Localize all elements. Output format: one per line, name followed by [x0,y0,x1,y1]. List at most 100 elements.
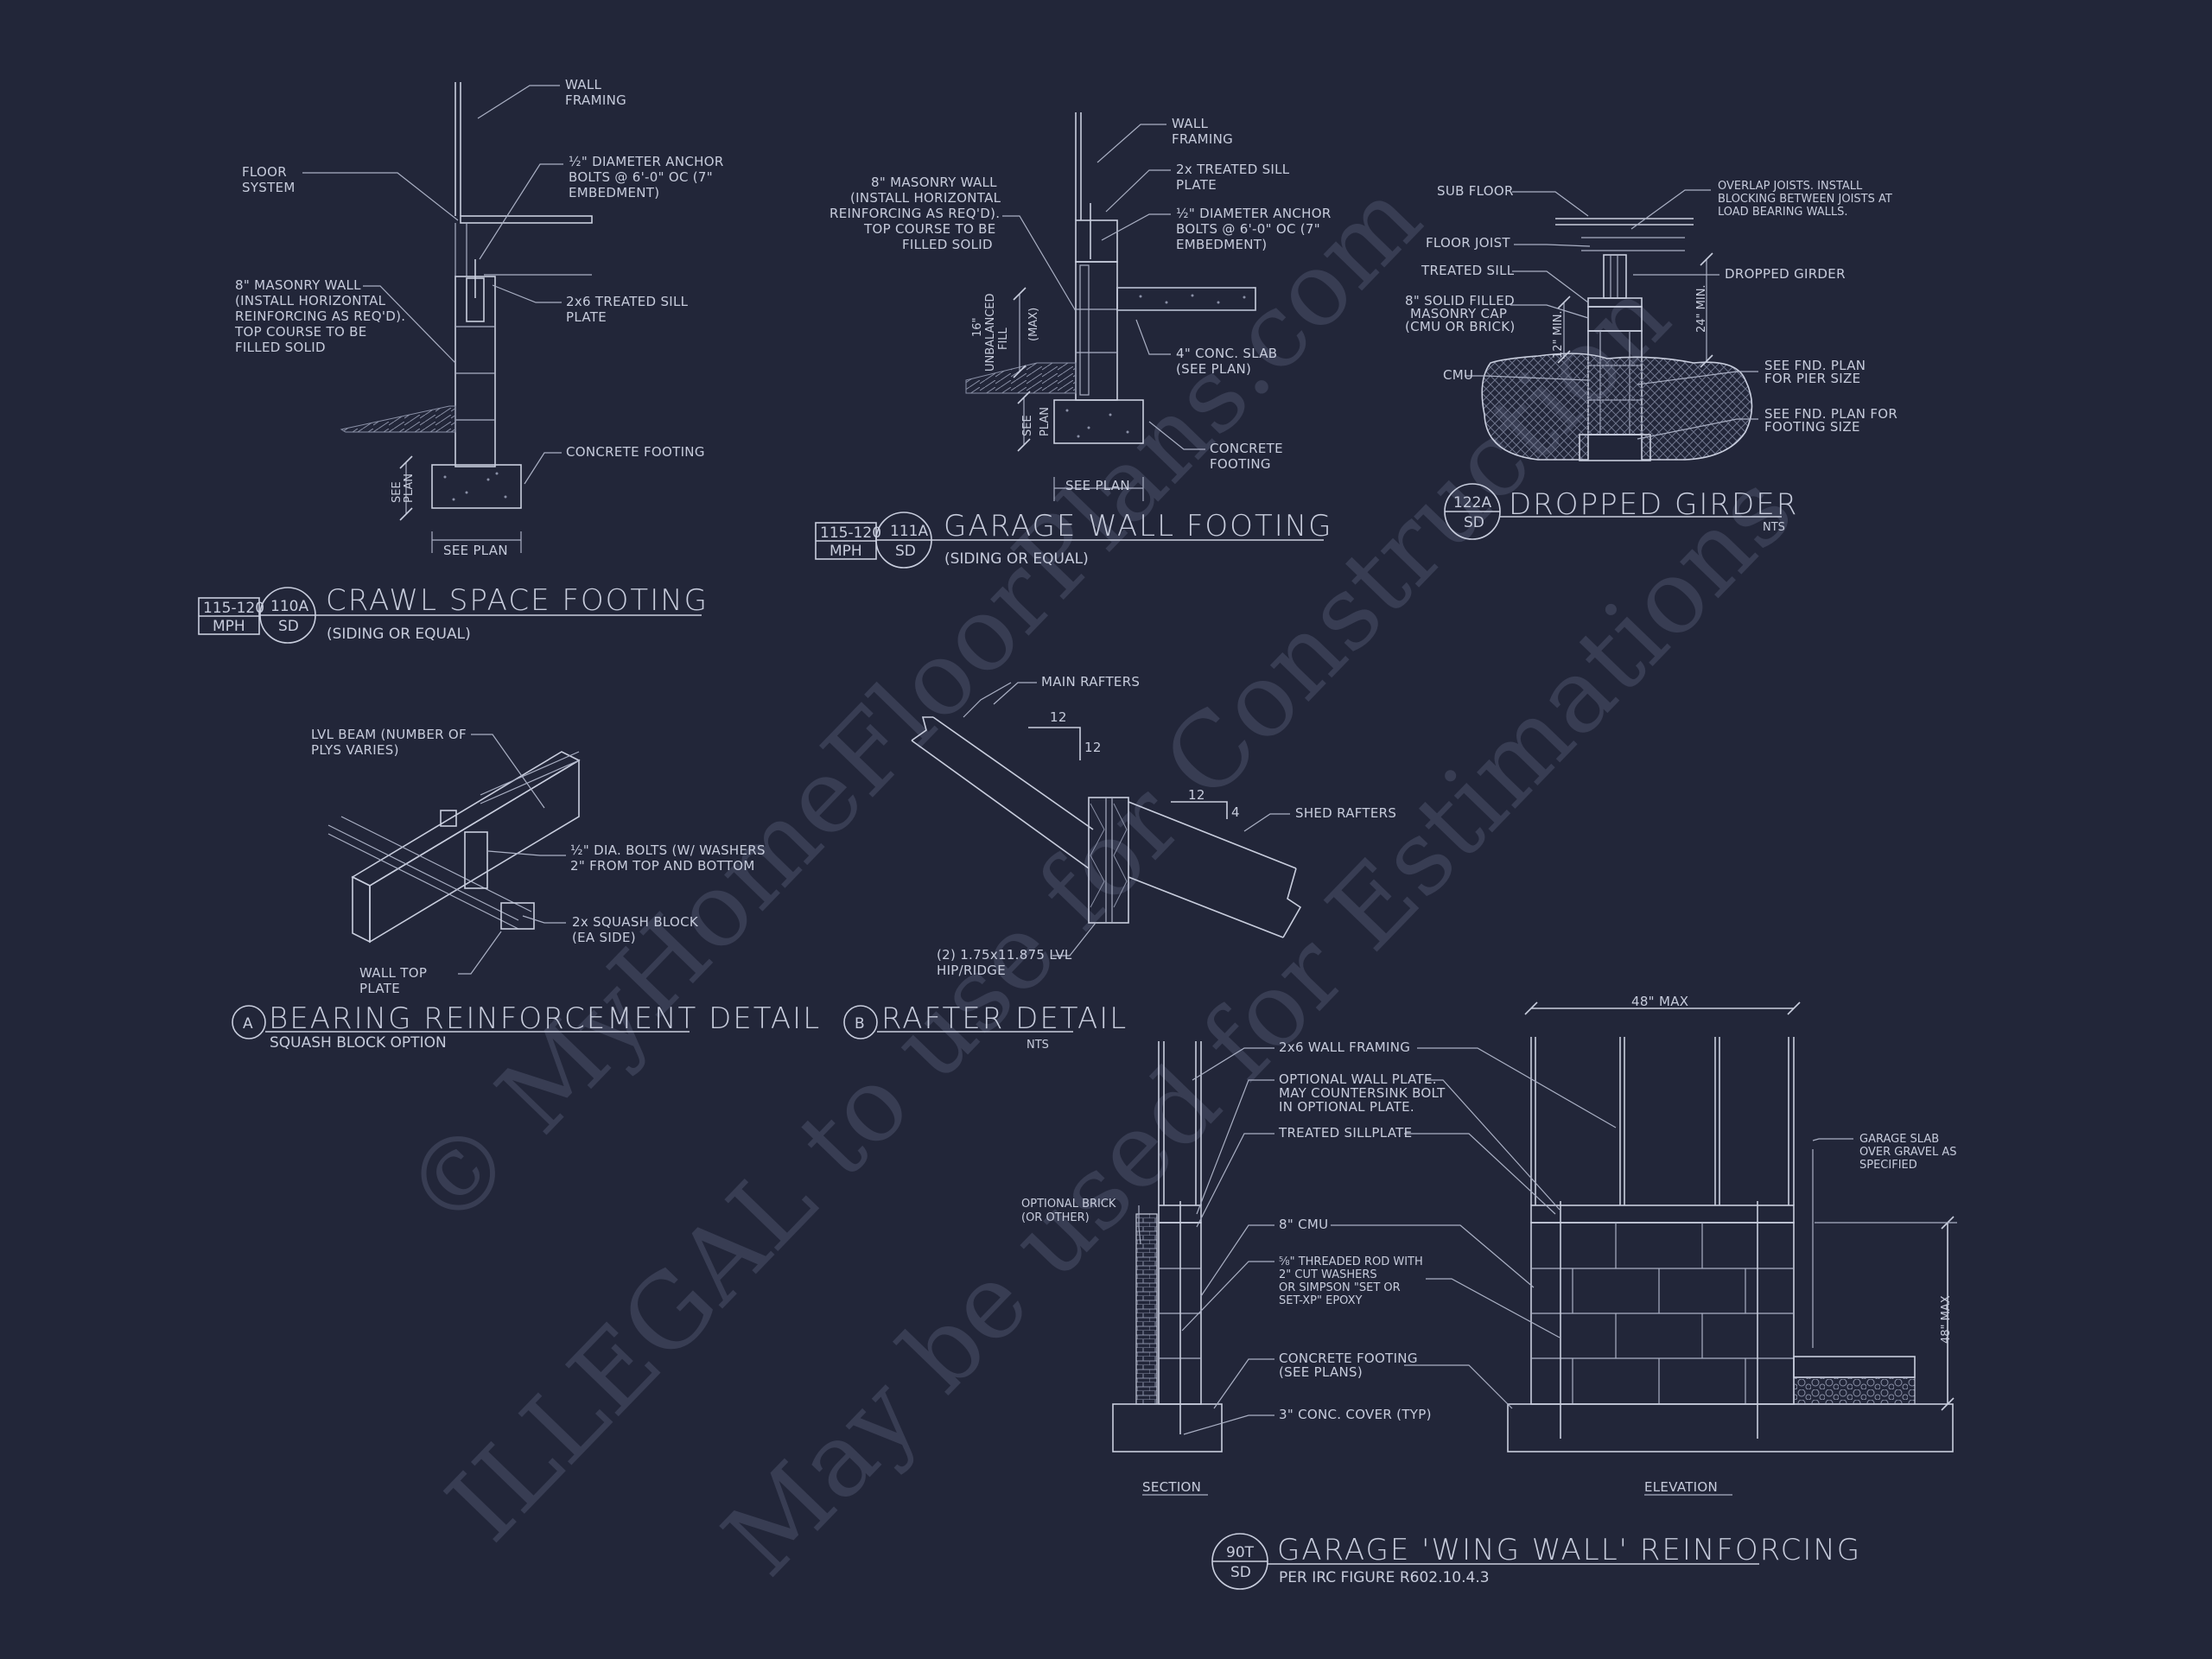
garage-see-plan: SEE PLAN [1065,478,1130,493]
garage-anchor-3: EMBEDMENT) [1176,237,1267,252]
girder-cap-2: MASONRY CAP [1410,306,1507,321]
garage-slab-2: (SEE PLAN) [1176,361,1251,377]
garage-title: GARAGE WALL FOOTING [944,509,1333,543]
wing-rod-3: OR SIMPSON "SET OR [1279,1281,1401,1294]
wing-footing-2: (SEE PLANS) [1279,1364,1363,1380]
rafter-pitch-rise-2: 4 [1231,804,1240,820]
bearing-squash-1: 2x SQUASH BLOCK [572,914,699,930]
wing-section-label: SECTION [1142,1479,1201,1495]
crawl-floor-system-1: FLOOR [242,164,287,180]
rafter-lvl-1: (2) 1.75x11.875 LVL [937,947,1072,963]
wing-optional-plate-2: MAY COUNTERSINK BOLT [1279,1085,1446,1101]
rafter-title: RAFTER DETAIL [881,1001,1128,1036]
wing-wall-detail: SECTION [1021,994,1957,1590]
bearing-letter: A [243,1015,253,1033]
girder-footing-2: FOOTING SIZE [1764,419,1860,435]
crawl-wind-top: 115-120 [203,600,264,617]
wing-brick-2: (OR OTHER) [1021,1211,1090,1224]
garage-anchor-1: ½" DIAMETER ANCHOR [1176,206,1332,221]
rafter-pitch-rise-1: 12 [1084,740,1102,755]
garage-wind-bottom: MPH [830,543,862,560]
crawl-anchor-1: ½" DIAMETER ANCHOR [569,154,724,169]
girder-ref-bottom: SD [1464,514,1484,531]
garage-anchor-2: BOLTS @ 6'-0" OC (7" [1176,221,1320,237]
wing-cmu: 8" CMU [1279,1217,1328,1232]
rafter-lvl-2: HIP/RIDGE [937,963,1006,978]
bearing-lvl-1: LVL BEAM (NUMBER OF [311,727,467,742]
wing-elevation-label: ELEVATION [1644,1479,1718,1495]
bearing-reinforcement-detail: LVL BEAM (NUMBER OF PLYS VARIES) ½" DIA.… [232,727,821,1052]
bearing-squash-2: (EA SIDE) [572,930,636,945]
bearing-title: BEARING REINFORCEMENT DETAIL [269,1001,821,1036]
wing-max48: 48" MAX [1631,994,1688,1009]
crawl-see-plan-v1: SEE [391,481,404,503]
wing-rod-2: 2" CUT WASHERS [1279,1268,1377,1281]
rafter-nts: NTS [1027,1039,1049,1052]
crawl-sill-1: 2x6 TREATED SILL [566,294,689,309]
crawl-see-plan: SEE PLAN [443,543,508,558]
bearing-top-plate-2: PLATE [359,981,400,996]
garage-see-plan-v2: PLAN [1039,407,1052,436]
wing-brick-1: OPTIONAL BRICK [1021,1198,1116,1211]
wing-cover: 3" CONC. COVER (TYP) [1279,1407,1432,1422]
crawl-wall-framing-1: WALL [565,77,602,92]
girder-cmu: CMU [1443,367,1473,383]
girder-overlap-2: BLOCKING BETWEEN JOISTS AT [1718,193,1892,206]
garage-ref-top: 111A [890,523,928,540]
garage-masonry-1: 8" MASONRY WALL [871,175,997,190]
garage-wind-top: 115-120 [820,524,881,542]
crawl-masonry-5: FILLED SOLID [235,340,326,355]
garage-wall-framing-2: FRAMING [1172,131,1233,147]
girder-nts: NTS [1763,521,1785,534]
girder-pier-2: FOR PIER SIZE [1764,371,1860,386]
girder-footing-1: SEE FND. PLAN FOR [1764,406,1897,422]
rafter-shed-label: SHED RAFTERS [1295,805,1396,821]
crawl-masonry-2: (INSTALL HORIZONTAL [235,293,386,308]
garage-slab-1: 4" CONC. SLAB [1176,346,1277,361]
bearing-subtitle: SQUASH BLOCK OPTION [270,1034,447,1052]
wing-wall-framing: 2x6 WALL FRAMING [1279,1039,1410,1055]
wing-footing-1: CONCRETE FOOTING [1279,1351,1418,1366]
girder-cap-3: (CMU OR BRICK) [1405,319,1516,334]
girder-treated-sill: TREATED SILL [1421,263,1515,278]
garage-masonry-4: TOP COURSE TO BE [863,221,996,237]
garage-see-plan-v1: SEE [1021,415,1034,436]
garage-sill-2: PLATE [1176,177,1217,193]
garage-footing-1: CONCRETE [1210,441,1283,456]
crawl-masonry-4: TOP COURSE TO BE [234,324,367,340]
crawl-wind-bottom: MPH [213,618,245,635]
garage-unbalanced-2: UNBALANCED [984,293,997,372]
crawl-masonry-3: REINFORCING AS REQ'D). [235,308,405,324]
garage-ref-bottom: SD [895,543,916,560]
garage-wall-footing-detail: 16" UNBALANCED FILL (MAX) SEE PLAN SEE P… [815,112,1333,569]
crawl-ref-bottom: SD [278,618,299,635]
garage-unbalanced-3: FILL [997,327,1010,350]
bearing-bolts-1: ½" DIA. BOLTS (W/ WASHERS [570,842,766,858]
bearing-lvl-2: PLYS VARIES) [311,742,399,758]
girder-floor-joist: FLOOR JOIST [1426,235,1510,251]
garage-masonry-3: REINFORCING AS REQ'D). [830,206,1000,221]
girder-overlap-3: LOAD BEARING WALLS. [1718,206,1848,219]
crawl-space-footing-detail: SEE PLAN SEE PLAN WALL FRAMING FLOOR SYS… [198,77,724,644]
wing-optional-plate-1: OPTIONAL WALL PLATE. [1279,1071,1437,1087]
girder-sub-floor: SUB FLOOR [1437,183,1514,199]
garage-footing-2: FOOTING [1210,456,1271,472]
crawl-footing-label: CONCRETE FOOTING [566,444,705,460]
girder-min12: 12" MIN. [1552,310,1565,359]
garage-wall-framing-1: WALL [1172,116,1209,131]
crawl-masonry-1: 8" MASONRY WALL [235,277,361,293]
girder-pier-1: SEE FND. PLAN [1764,358,1866,373]
rafter-detail: 12 12 12 4 MAIN RAFTERS SHED RAFTERS (2)… [843,674,1396,1052]
girder-dropped-label: DROPPED GIRDER [1725,266,1846,282]
bearing-bolts-2: 2" FROM TOP AND BOTTOM [570,858,755,874]
crawl-floor-system-2: SYSTEM [242,180,296,195]
crawl-anchor-3: EMBEDMENT) [569,185,659,200]
crawl-see-plan-v2: PLAN [403,474,416,503]
crawl-subtitle: (SIDING OR EQUAL) [327,626,471,643]
dropped-girder-detail: 12" MIN. 24" MIN. SUB FLOOR OVERLAP JOIS… [1405,180,1897,540]
crawl-wall-framing-2: FRAMING [565,92,626,108]
girder-overlap-1: OVERLAP JOISTS. INSTALL [1718,180,1863,193]
girder-cap-1: 8" SOLID FILLED [1405,293,1515,308]
wing-title: GARAGE 'WING WALL' REINFORCING [1277,1533,1861,1567]
